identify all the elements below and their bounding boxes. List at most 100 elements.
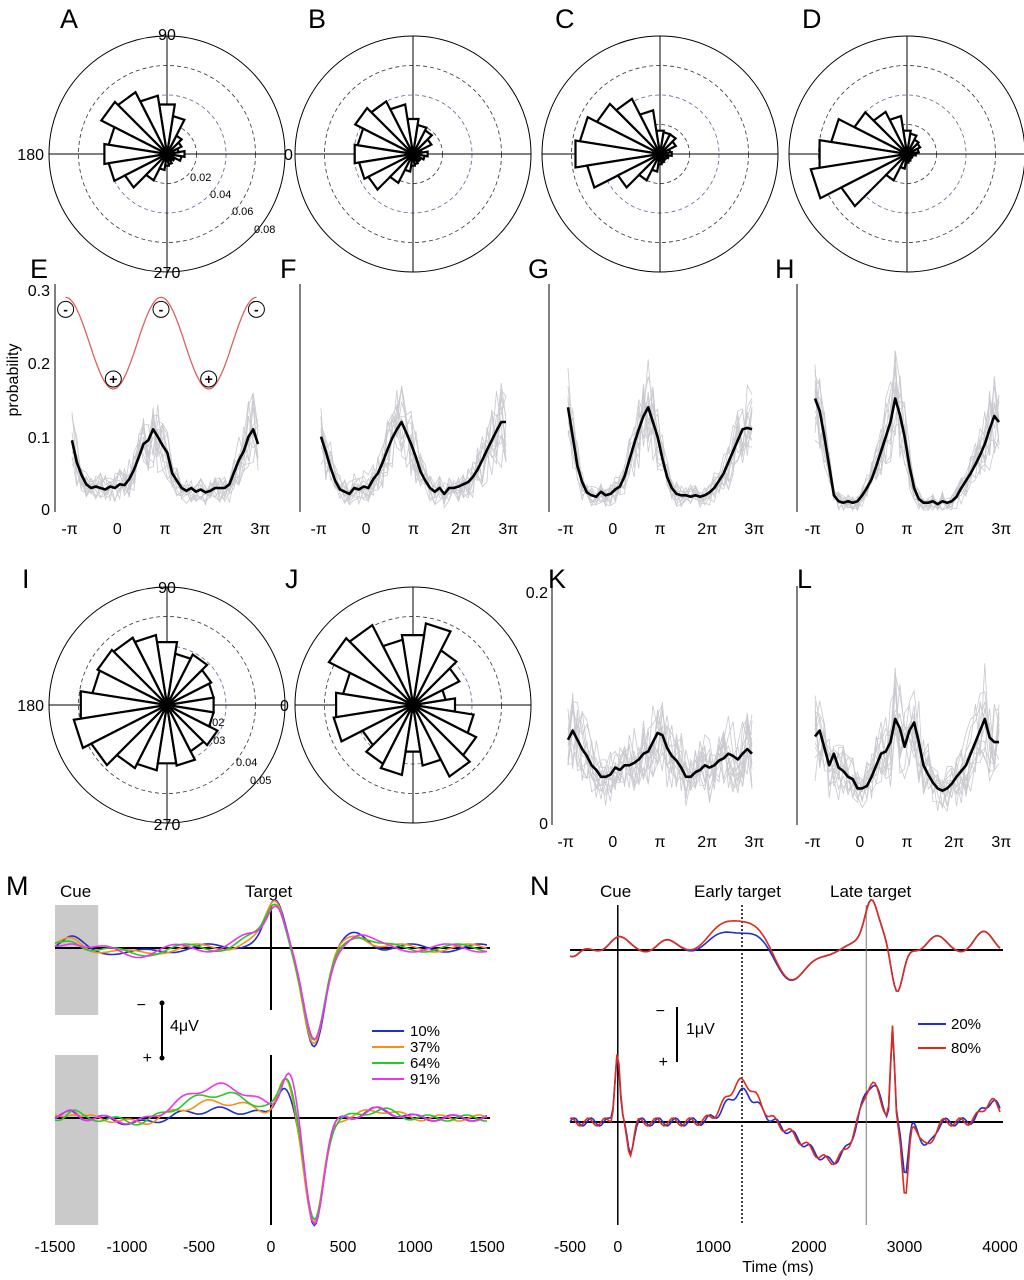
line-h-subject-trace	[814, 375, 1000, 511]
n-annotation-early-target: Early target	[694, 882, 781, 901]
n-top-erp-trace	[569, 898, 1001, 992]
line-h-xtick-label: 3π	[991, 521, 1011, 538]
line-h-subject-trace	[814, 370, 1000, 511]
e-sign-marker	[200, 370, 218, 388]
m-legend-label: 64%	[410, 1055, 440, 1072]
n-xtick-label: 2000	[791, 1239, 827, 1256]
line-k-xtick-label: 2π	[697, 834, 717, 851]
e-ytick-2: 0.2	[28, 356, 50, 373]
polar-i-bin-bar	[166, 703, 216, 728]
polar-a-rtick-1: 0.02	[190, 172, 211, 184]
panel-letter-h: H	[775, 254, 795, 284]
e-sign-symbol: +	[109, 371, 117, 387]
line-l-xtick-label: -π	[804, 834, 820, 851]
m-annotation-cue: Cue	[60, 882, 91, 901]
panel-letter-k: K	[548, 564, 566, 594]
m-xtick-label: -1500	[35, 1239, 76, 1256]
line-f-xtick-label: 0	[362, 521, 371, 538]
m-top-erp-trace	[54, 905, 488, 1041]
line-l-xtick-label: 3π	[991, 834, 1011, 851]
e-sign-marker	[152, 300, 170, 318]
line-g-subject-trace	[567, 383, 753, 509]
e-sign-marker	[247, 300, 265, 318]
polar-a-rtick-2: 0.04	[210, 189, 231, 201]
polar-i-rtick-3: 0.04	[236, 757, 257, 769]
polar-a-label-270: 270	[154, 265, 181, 282]
line-g-subject-trace	[567, 394, 753, 506]
m-scale-pos: +	[143, 1050, 152, 1067]
line-g-mean-trace	[566, 405, 753, 499]
line-h-xtick-label: 2π	[944, 521, 964, 538]
line-e-xtick-label: 0	[113, 521, 122, 538]
n-scale-neg: −	[656, 1003, 665, 1020]
e-model-curve	[65, 296, 257, 390]
m-scale-bar-dot-bottom	[159, 1055, 165, 1061]
n-bottom-erp-trace	[569, 1027, 1001, 1174]
panel-letter-f: F	[280, 254, 297, 284]
m-scale-neg: −	[137, 997, 146, 1014]
line-g-xtick-label: -π	[557, 521, 573, 538]
n-xtick-label: 3000	[887, 1239, 923, 1256]
polar-a-label-0: 0	[284, 147, 293, 164]
polar-i-center	[164, 702, 170, 708]
panel-letter-l: L	[797, 564, 812, 594]
m-xtick-label: 1500	[469, 1239, 505, 1256]
line-k-mean-trace	[566, 729, 753, 779]
m-bottom-erp-trace	[54, 1072, 488, 1226]
line-f-xtick-label: 2π	[451, 521, 471, 538]
line-e-xtick-label: 3π	[250, 521, 270, 538]
polar-c-center	[657, 151, 663, 157]
line-f-xtick-label: 3π	[498, 521, 518, 538]
m-scale-label: 4μV	[170, 1018, 199, 1035]
e-sign-symbol: -	[159, 301, 164, 317]
line-h-subject-trace	[814, 368, 1000, 511]
n-xtick-label: 1000	[696, 1239, 732, 1256]
line-f-xtick-label: π	[408, 521, 419, 538]
line-h-subject-trace	[814, 351, 1000, 512]
e-ylabel: probability	[5, 344, 22, 417]
m-xtick-label: 500	[330, 1239, 357, 1256]
m-xtick-label: 0	[267, 1239, 276, 1256]
line-k-subject-trace	[567, 701, 753, 788]
line-h-xtick-label: -π	[804, 521, 820, 538]
n-top-erp-trace	[569, 898, 1001, 992]
panel-letter-g: G	[528, 254, 549, 284]
panel-letter-a: A	[60, 4, 78, 34]
n-scale-pos: +	[659, 1054, 668, 1071]
polar-a-label-180: 180	[17, 147, 44, 164]
panel-letter-d: D	[802, 4, 822, 34]
n-xtick-label: 0	[613, 1239, 622, 1256]
line-k-xtick-label: -π	[557, 834, 573, 851]
panel-letter-b: B	[308, 4, 326, 34]
n-legend-label: 80%	[951, 1040, 981, 1057]
m-legend-label: 91%	[410, 1071, 440, 1088]
line-f-xtick-label: -π	[310, 521, 326, 538]
line-g-xtick-label: π	[654, 521, 665, 538]
polar-a-center	[164, 151, 170, 157]
line-e-xtick-label: -π	[61, 521, 77, 538]
line-k-subject-trace	[567, 705, 753, 800]
m-cue-shade-top	[55, 905, 99, 1015]
e-sign-marker	[104, 370, 122, 388]
panel-letter-m: M	[6, 871, 29, 901]
m-scale-bar-dot-top	[159, 1000, 165, 1006]
e-ytick-3: 0.3	[28, 283, 50, 300]
line-l-subject-trace	[814, 667, 1000, 799]
m-xtick-label: 1000	[397, 1239, 433, 1256]
line-e-xtick-label: π	[159, 521, 170, 538]
m-cue-shade-bottom	[55, 1055, 99, 1225]
e-sign-marker	[57, 300, 75, 318]
n-xtick-label: 4000	[982, 1239, 1018, 1256]
panel-letter-n: N	[530, 871, 550, 901]
line-h-xtick-label: π	[901, 521, 912, 538]
e-sign-symbol: -	[254, 301, 259, 317]
panel-letter-c: C	[555, 4, 575, 34]
line-g-xtick-label: 0	[608, 521, 617, 538]
m-xtick-label: -500	[183, 1239, 215, 1256]
polar-d-center	[904, 151, 910, 157]
line-h-subject-trace	[814, 353, 1000, 510]
n-legend-label: 20%	[951, 1016, 981, 1033]
line-l-mean-trace	[813, 717, 999, 793]
panel-letter-j: J	[285, 564, 299, 594]
